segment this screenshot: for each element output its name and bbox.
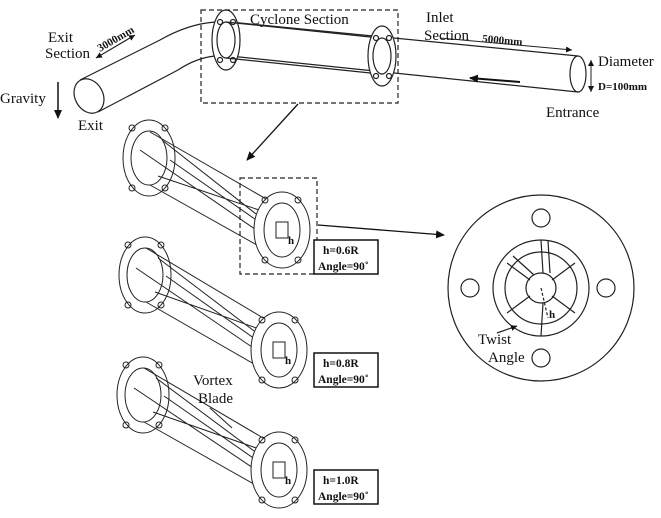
cyclone-unit-1 — [122, 119, 311, 269]
bolt-hole-bottom — [531, 348, 551, 368]
config-box-3: h=1.0R Angle=90˚ — [313, 469, 379, 505]
h-marker-2: h — [285, 355, 291, 367]
zoom-arrow-1 — [246, 103, 299, 161]
h-marker-1: h — [288, 235, 294, 247]
exit-pipe — [79, 21, 230, 113]
blade-detail-view — [447, 194, 635, 382]
config-1-h: h=0.6R — [323, 245, 359, 257]
detail-zoom-box — [239, 177, 318, 275]
cyclone-section-box — [200, 9, 399, 104]
diameter-label: Diameter — [598, 54, 654, 70]
bolt-hole-right — [596, 278, 616, 298]
main-pipe — [229, 21, 579, 93]
vortex-blade-label-line2: Blade — [198, 391, 233, 407]
vortex-blade-pointer — [209, 407, 233, 429]
cyclone-section-label: Cyclone Section — [250, 12, 349, 28]
inlet-section-label-line1: Inlet — [426, 10, 454, 26]
config-box-1: h=0.6R Angle=90˚ — [313, 239, 379, 275]
exit-label: Exit — [78, 118, 104, 134]
exit-length-label: 3000mm — [96, 24, 137, 55]
config-3-angle: Angle=90˚ — [318, 491, 369, 503]
vortex-blade-label-line1: Vortex — [193, 373, 233, 389]
twist-angle-label-line1: Twist — [478, 332, 512, 348]
twist-angle-pointer — [496, 325, 518, 334]
flange-right — [367, 25, 397, 87]
flow-arrow — [469, 74, 521, 83]
entrance-opening — [569, 55, 587, 93]
bolt-hole-top — [531, 208, 551, 228]
twist-angle-label-line2: Angle — [488, 350, 525, 366]
pipe-system — [73, 9, 587, 114]
bolt-hole-left — [460, 278, 480, 298]
diameter-value: D=100mm — [598, 81, 647, 93]
config-2-angle: Angle=90˚ — [318, 374, 369, 386]
exit-section-label-line2: Section — [45, 46, 90, 62]
cyclone-unit-2 — [118, 236, 308, 389]
inlet-section-label-line2: Section — [424, 28, 469, 44]
inlet-length-label: 5000mm — [482, 33, 523, 48]
zoom-arrow-2 — [317, 224, 445, 239]
config-1-angle: Angle=90˚ — [318, 261, 369, 273]
h-marker-detail: h — [549, 309, 555, 321]
flange-left — [211, 9, 381, 75]
cyclone-unit-3 — [116, 356, 308, 509]
dimension-lines — [95, 34, 594, 92]
exit-opening — [73, 78, 105, 114]
config-2-h: h=0.8R — [323, 358, 359, 370]
gravity-label: Gravity — [0, 91, 46, 107]
h-marker-3: h — [285, 475, 291, 487]
config-3-h: h=1.0R — [323, 475, 359, 487]
config-box-2: h=0.8R Angle=90˚ — [313, 352, 379, 388]
exit-section-label-line1: Exit — [48, 30, 74, 46]
entrance-label: Entrance — [546, 105, 600, 121]
